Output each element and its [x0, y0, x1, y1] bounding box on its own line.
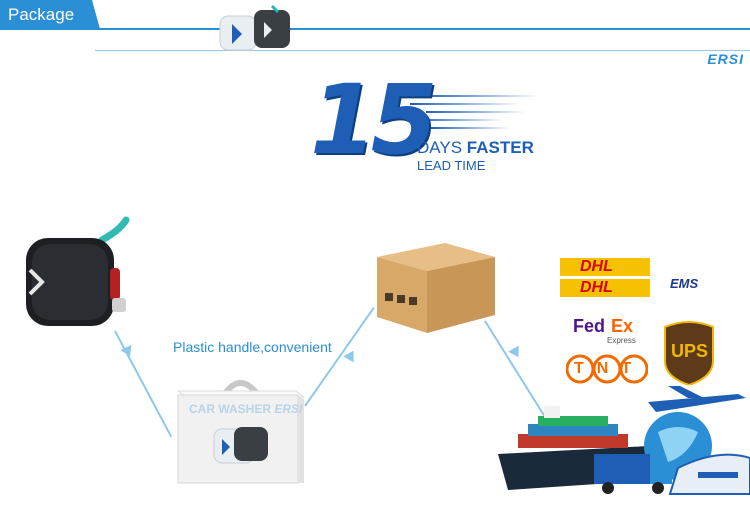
dhl-text-1: DHL — [580, 258, 613, 275]
dhl-logo-2: DHL — [560, 279, 650, 297]
header-product-thumbnail — [218, 4, 294, 52]
lead-time-label: LEAD TIME — [417, 158, 486, 173]
brand-logo: ERSI — [707, 51, 744, 67]
header-line-secondary — [95, 50, 750, 51]
cardboard-box-image — [375, 235, 497, 335]
car-washer-product-image — [22, 212, 132, 330]
fedex-fed: Fed — [573, 316, 606, 336]
tnt-logo: TNT — [565, 354, 649, 384]
ups-logo: UPS — [663, 321, 715, 387]
plastic-handle-callout: Plastic handle,convenient — [173, 339, 332, 355]
dhl-text-2: DHL — [580, 279, 613, 296]
page-title: Package — [8, 5, 75, 24]
ems-logo: EMS — [660, 274, 716, 292]
fedex-express: Express — [607, 336, 636, 345]
car-washer-label: CAR WASHER — [189, 402, 272, 416]
box-brand: ERSI — [274, 402, 303, 416]
transport-collage — [498, 382, 750, 500]
speed-lines — [400, 95, 550, 145]
days-number: 15 — [310, 64, 438, 176]
ems-text: EMS — [670, 276, 699, 291]
header-line — [0, 28, 750, 30]
days-label: DAYS — [417, 138, 463, 157]
days-faster-text: DAYS FASTER — [417, 138, 534, 158]
fedex-logo: Fed Ex Express — [573, 316, 643, 346]
header-tab — [0, 0, 100, 29]
fedex-ex: Ex — [611, 316, 634, 336]
box-label: CAR WASHER ERSI — [189, 402, 302, 416]
ups-text: UPS — [671, 341, 709, 361]
product-box-image — [176, 373, 306, 485]
dhl-logo-1: DHL — [560, 258, 650, 276]
faster-label: FASTER — [466, 138, 534, 157]
tnt-text: TNT — [574, 360, 645, 377]
